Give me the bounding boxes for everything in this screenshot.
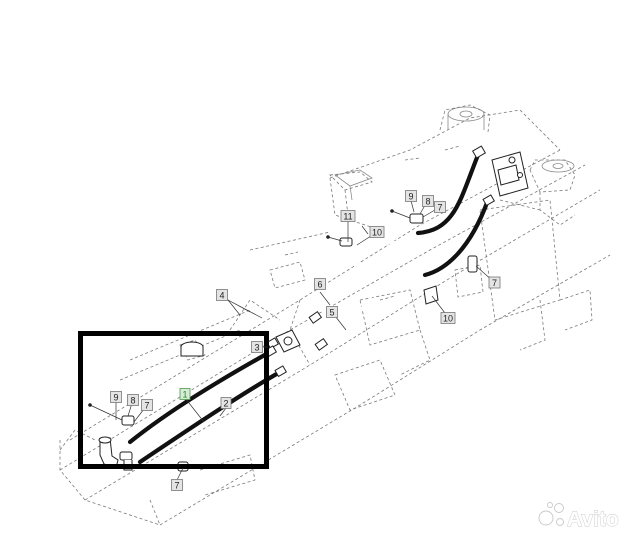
- callout-box: [314, 278, 326, 290]
- callout-number: 4: [219, 291, 224, 301]
- swivel-fitting: [266, 329, 301, 353]
- callout-box: [326, 306, 338, 318]
- callout-box: [422, 195, 434, 207]
- callout-box: [434, 201, 446, 213]
- callout-c7-right: 7: [488, 276, 501, 289]
- callout-box: [110, 391, 122, 403]
- clamp-upper-left: [326, 235, 353, 247]
- callout-number: 10: [372, 228, 382, 238]
- avito-logo-icon: [538, 502, 564, 526]
- callout-box: [369, 226, 385, 238]
- hose-2-end-fitting: [274, 365, 288, 378]
- callout-number: 8: [425, 197, 430, 207]
- hose-1: [127, 349, 273, 445]
- callout-number: 6: [317, 280, 322, 290]
- callout-c10a: 10: [369, 226, 385, 238]
- callout-c7b: 7: [171, 479, 183, 491]
- control-valve-block: [491, 151, 529, 197]
- avito-watermark: Avito: [538, 502, 619, 531]
- elbow-fitting: [98, 436, 119, 469]
- seat-mount: [334, 169, 373, 201]
- callout-number: 1: [182, 390, 187, 400]
- callout-c9a: 9: [110, 391, 122, 403]
- callout-c9b: 9: [405, 190, 417, 202]
- steel-tube-6: [317, 236, 416, 319]
- hose-fitting-mid: [482, 194, 496, 207]
- tube-5-fitting: [314, 337, 329, 351]
- callout-box: [340, 210, 356, 222]
- leader-lines: [115, 196, 495, 481]
- callout-number: 8: [130, 396, 135, 406]
- callout-c7a: 7: [141, 399, 153, 411]
- callout-number: 5: [329, 308, 334, 318]
- callout-c2: 2: [220, 397, 232, 409]
- upper-hose-long: [415, 152, 481, 236]
- callout-c8b: 8: [422, 195, 434, 207]
- callout-c11: 11: [340, 210, 356, 222]
- top-left-cylinder-cap: [447, 106, 485, 130]
- callout-box: [440, 312, 456, 324]
- upper-hose-lower: [422, 197, 491, 278]
- callout-c10b: 10: [440, 312, 456, 324]
- callout-c1: 1: [179, 388, 191, 400]
- callout-number: 9: [408, 192, 413, 202]
- callout-c6: 6: [314, 278, 326, 290]
- hose-fitting-top: [471, 145, 487, 159]
- tube-6-fitting: [308, 310, 323, 324]
- top-right-cylinder-cap: [541, 159, 575, 173]
- callout-box: [141, 399, 153, 411]
- callout-box: [171, 479, 183, 491]
- callout-c5: 5: [326, 306, 338, 318]
- callout-number: 7: [437, 203, 442, 213]
- callout-number: 9: [113, 393, 118, 403]
- callout-box: [251, 341, 263, 353]
- avito-watermark-text: Avito: [567, 508, 619, 531]
- callout-box: [179, 388, 191, 400]
- callout-number: 11: [343, 212, 352, 222]
- detail-highlight-frame: [78, 331, 269, 469]
- callout-c3: 3: [251, 341, 263, 353]
- callout-box: [127, 394, 139, 406]
- callout-number: 7: [492, 278, 497, 288]
- callout-number: 7: [174, 481, 179, 491]
- tank-cap: [180, 341, 204, 357]
- callout-c7c: 7: [434, 201, 446, 213]
- callout-box: [216, 289, 228, 301]
- callout-number: 2: [223, 399, 228, 409]
- callout-box: [220, 397, 232, 409]
- clamp-lower-left: [88, 403, 135, 426]
- callout-number: 3: [254, 343, 259, 353]
- callout-c4: 4: [216, 289, 228, 301]
- clamp-mid-right: [467, 255, 478, 273]
- callout-number: 7: [144, 401, 149, 411]
- steel-tube-5: [321, 276, 426, 346]
- callout-c8a: 8: [127, 394, 139, 406]
- clamp-upper-right: [390, 209, 424, 224]
- callout-number: 10: [443, 314, 453, 324]
- callout-box: [405, 190, 417, 202]
